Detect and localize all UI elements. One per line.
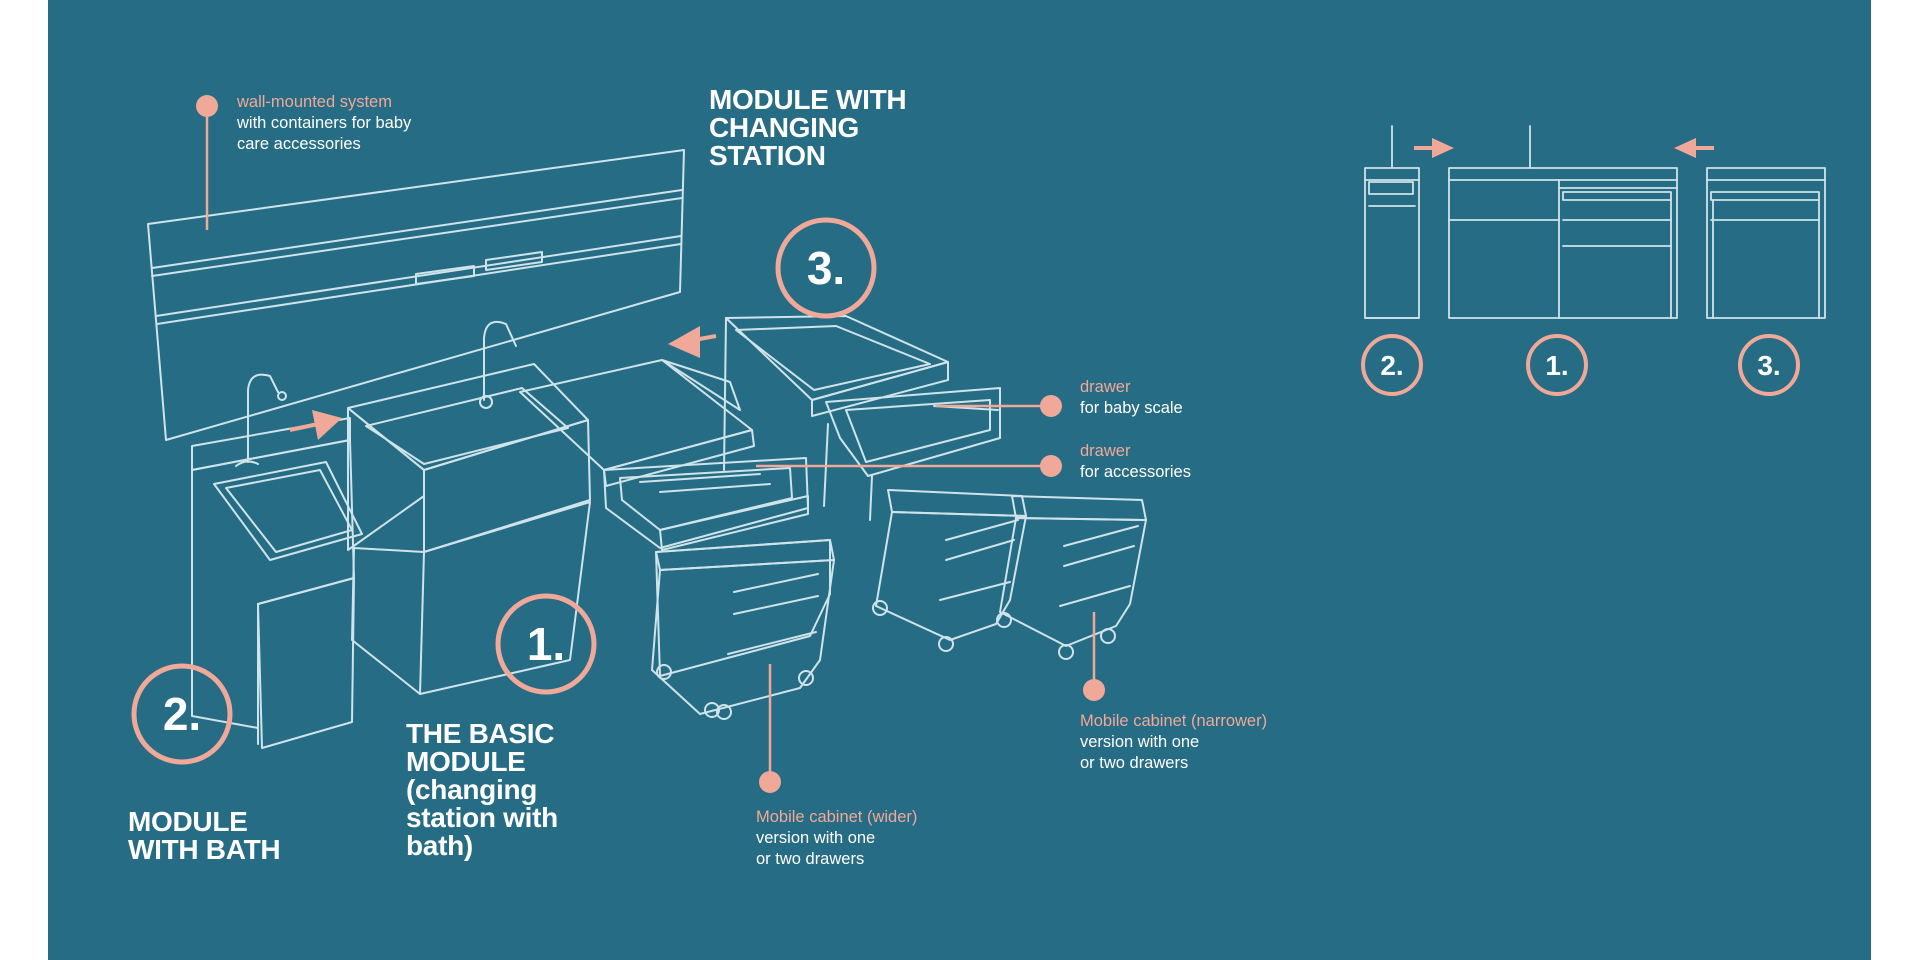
wide-cabinet-drawing <box>651 539 835 720</box>
callout-line: for accessories <box>1080 463 1191 481</box>
callout-accent: drawer <box>1080 378 1131 396</box>
callout-leaders <box>205 106 1096 782</box>
assembly-arrows <box>289 138 1714 440</box>
heading-line: MODULE <box>406 746 526 777</box>
heading-changing-station: MODULE WITH CHANGING STATION <box>709 84 907 171</box>
callout-narrow-cabinet: Mobile cabinet (narrower) version with o… <box>1080 711 1267 774</box>
callout-wide-cabinet: Mobile cabinet (wider) version with one … <box>756 807 917 870</box>
callout-line: or two drawers <box>756 850 865 868</box>
badge-mini-basic: 1. <box>1545 350 1568 381</box>
heading-bath: MODULE WITH BATH <box>128 806 281 865</box>
changing-station-module-drawing <box>723 315 1001 521</box>
callout-line: for baby scale <box>1080 399 1183 417</box>
heading-line: (changing <box>406 774 538 805</box>
badge-bath: 2. <box>163 688 201 740</box>
heading-line: station with <box>406 802 558 833</box>
callout-line: version with one <box>1080 733 1200 751</box>
callout-wall-system: wall-mounted system with containers for … <box>237 92 411 155</box>
callout-line: with containers for baby <box>237 114 412 132</box>
callout-accessory-drawer: drawer for accessories <box>1080 441 1191 483</box>
callout-accent: drawer <box>1080 442 1131 460</box>
callout-scale-drawer: drawer for baby scale <box>1080 377 1183 419</box>
narrow-cabinets-drawing <box>872 489 1147 660</box>
heading-line: MODULE WITH <box>709 84 907 115</box>
heading-line: MODULE <box>128 806 248 837</box>
callout-accent: wall-mounted system <box>237 93 392 111</box>
callout-accent: Mobile cabinet (wider) <box>756 808 918 826</box>
heading-basic: THE BASIC MODULE (changing station with … <box>406 720 558 860</box>
basic-module-drawing <box>347 320 809 695</box>
callout-accent: Mobile cabinet (narrower) <box>1080 712 1268 730</box>
bath-module-drawing <box>191 373 363 749</box>
callout-line: care accessories <box>237 135 361 153</box>
badge-mini-bath: 2. <box>1380 350 1403 381</box>
front-elevation-drawing <box>1364 125 1826 319</box>
heading-line: WITH BATH <box>128 834 281 865</box>
badge-basic: 1. <box>527 618 565 670</box>
heading-line: CHANGING <box>709 112 860 143</box>
wall-mounted-system-drawing <box>147 149 685 441</box>
badge-circles <box>131 217 1800 765</box>
heading-line: THE BASIC <box>406 718 555 749</box>
callout-line: version with one <box>756 829 876 847</box>
badge-changing: 3. <box>807 242 845 294</box>
heading-line: bath) <box>406 830 473 861</box>
badge-mini-changing: 3. <box>1757 350 1780 381</box>
callout-line: or two drawers <box>1080 754 1189 772</box>
heading-line: STATION <box>709 140 826 171</box>
callout-dots <box>196 95 1105 793</box>
